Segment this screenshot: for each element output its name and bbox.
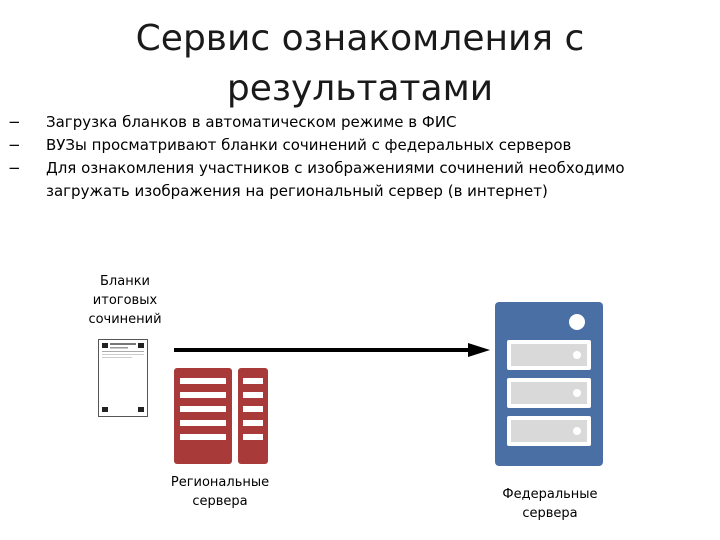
regional-label: Региональные сервера xyxy=(170,475,270,509)
bullet-item: − Для ознакомления участников с изображе… xyxy=(8,157,713,203)
slide-title: Сервис ознакомления с результатами xyxy=(135,18,585,109)
bullet-item: − Загрузка бланков в автоматическом режи… xyxy=(8,111,713,134)
arrow-right-icon xyxy=(174,343,490,357)
regional-server-icon xyxy=(174,368,268,464)
bullet-marker: − xyxy=(8,159,21,177)
federal-label: Федеральные сервера xyxy=(502,487,598,521)
bullet-text: Загрузка бланков в автоматическом режиме… xyxy=(46,113,457,131)
bullet-marker: − xyxy=(8,113,21,131)
bullet-text: ВУЗы просматривают бланки сочинений с фе… xyxy=(46,136,572,154)
federal-server-icon xyxy=(495,302,603,466)
bullet-marker: − xyxy=(8,136,21,154)
bullet-list: − Загрузка бланков в автоматическом режи… xyxy=(8,111,713,203)
document-form-icon xyxy=(98,339,148,417)
source-label: Бланки итоговых сочинений xyxy=(88,274,162,327)
bullet-item: − ВУЗы просматривают бланки сочинений с … xyxy=(8,134,713,157)
bullet-text: Для ознакомления участников с изображени… xyxy=(46,159,625,200)
